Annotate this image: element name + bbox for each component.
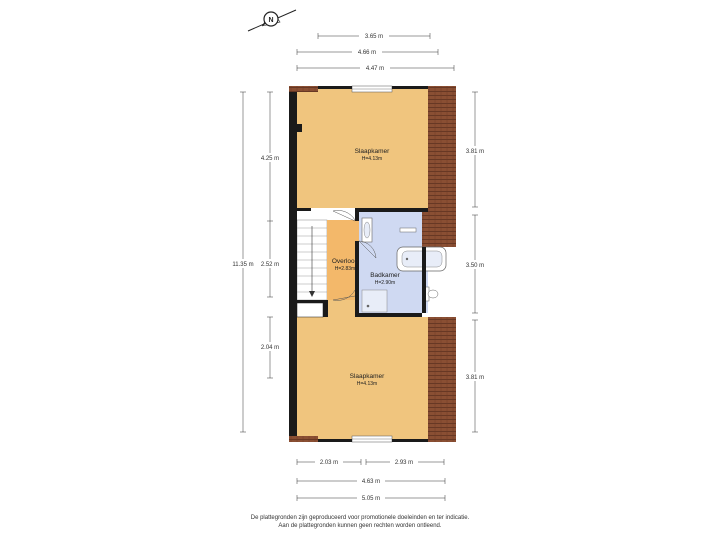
disclaimer-line-1: De plattegronden zijn geproduceerd voor … xyxy=(250,515,470,521)
dim-left-total: 11.35 m xyxy=(232,262,253,268)
bedroom-bottom-floor xyxy=(297,317,428,436)
dim-left-1: 4.25 m xyxy=(261,156,279,162)
room-label-landing: Overloop xyxy=(332,258,359,265)
room-height-bedroom-bottom: H=4.13m xyxy=(357,381,377,387)
bathtub-icon xyxy=(396,246,447,272)
landing-floor xyxy=(327,220,359,300)
walls xyxy=(289,92,428,436)
dim-top-3: 4.47 m xyxy=(366,66,384,72)
windows xyxy=(318,85,428,443)
dim-bottom-1b: 2.93 m xyxy=(395,460,413,466)
doors xyxy=(332,210,377,301)
dim-right-2: 3.50 m xyxy=(466,263,484,269)
dim-bottom-3: 5.05 m xyxy=(362,496,380,502)
room-label-bedroom-top: Slaapkamer xyxy=(355,148,391,155)
compass-label: N xyxy=(268,17,273,24)
radiator-icon xyxy=(399,227,417,233)
room-height-landing: H=2.83m xyxy=(335,266,355,272)
staircase xyxy=(296,219,328,301)
toilet-icon xyxy=(423,286,439,302)
sink-icon xyxy=(361,217,373,243)
disclaimer-line-2: Aan de plattegronden kunnen geen rechten… xyxy=(278,523,442,529)
room-label-bedroom-bottom: Slaapkamer xyxy=(350,373,386,380)
room-label-bathroom: Badkamer xyxy=(370,272,400,279)
bedroom-top-floor xyxy=(297,92,428,208)
dim-top-2: 4.66 m xyxy=(358,50,376,56)
dim-left-3: 2.04 m xyxy=(261,345,279,351)
shower-icon xyxy=(361,289,388,313)
dim-right-1: 3.81 m xyxy=(466,149,484,155)
room-height-bedroom-top: H=4.13m xyxy=(362,156,382,162)
dim-bottom-2: 4.63 m xyxy=(362,479,380,485)
dim-top-1: 3.65 m xyxy=(365,34,383,40)
dim-bottom-1a: 2.03 m xyxy=(320,460,338,466)
compass-icon: N xyxy=(247,9,297,32)
dim-left-2: 2.52 m xyxy=(261,262,279,268)
dim-right-3: 3.81 m xyxy=(466,375,484,381)
room-height-bathroom: H=2.90m xyxy=(375,280,395,286)
